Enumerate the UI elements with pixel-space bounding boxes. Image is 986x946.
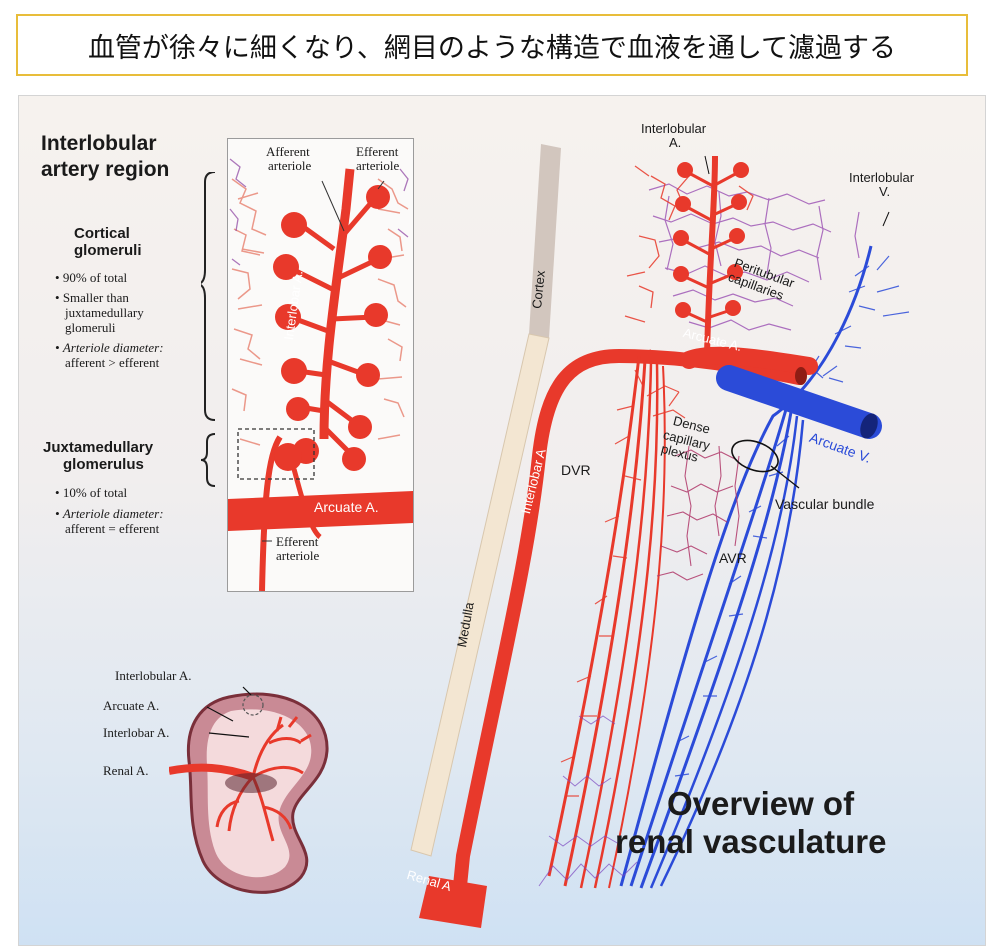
inset-vessel-drawing xyxy=(228,158,413,591)
cortical-diam-label: • Arteriole diameter: xyxy=(55,340,164,355)
vascular-bundle-label: Vascular bundle xyxy=(775,496,875,512)
cortical-bullet-2b: juxtamedullary xyxy=(65,305,144,320)
brace-icons xyxy=(201,172,216,487)
interlobular-a-label-line1: Interlobular xyxy=(641,121,707,136)
juxta-bullet: • 10% of total xyxy=(55,485,128,500)
inset-bottom-efferent-line2: arteriole xyxy=(276,548,320,563)
title-text: 血管が徐々に細くなり、網目のような構造で血液を通して濾過する xyxy=(87,32,897,64)
juxta-diam-label: • Arteriole diameter: xyxy=(55,506,164,521)
kidney-interlobular-label: Interlobular A. xyxy=(115,668,192,683)
renal-vasculature-drawing xyxy=(410,144,910,928)
overview-title-line2: renal vasculature xyxy=(615,823,887,860)
overview-title-line1: Overview of xyxy=(667,785,855,822)
kidney-renal-label: Renal A. xyxy=(103,763,149,778)
cortical-bullet-2c: glomeruli xyxy=(65,320,116,335)
cortical-diam-value: afferent > efferent xyxy=(65,355,160,370)
cortical-title-line1: Cortical xyxy=(74,225,130,242)
juxta-diam-value: afferent = efferent xyxy=(65,521,160,536)
cortical-title-line2: glomeruli xyxy=(74,242,142,259)
dvr-label: DVR xyxy=(561,462,591,478)
interlobular-inset: Afferent arteriole Efferent arteriole In… xyxy=(227,138,414,592)
title-banner: 血管が徐々に細くなり、網目のような構造で血液を通して濾過する xyxy=(16,14,968,76)
juxta-title-line2: glomerulus xyxy=(63,456,144,473)
inset-bottom-efferent-line1: Efferent xyxy=(276,534,319,549)
inset-efferent-line2: arteriole xyxy=(356,158,400,173)
cortical-bullet-2: • Smaller than xyxy=(55,290,129,305)
inset-afferent-line2: arteriole xyxy=(268,158,312,173)
avr-label: AVR xyxy=(719,550,747,566)
interlobular-v-label-line1: Interlobular xyxy=(849,170,915,185)
region-title-line1: Interlobular xyxy=(41,132,157,155)
inset-arcuate-label: Arcuate A. xyxy=(314,499,379,515)
interlobular-a-label-line2: A. xyxy=(669,135,682,150)
inset-afferent-line1: Afferent xyxy=(266,144,310,159)
kidney-interlobar-label: Interlobar A. xyxy=(103,725,170,740)
juxta-title-line1: Juxtamedullary xyxy=(43,439,154,456)
kidney-arcuate-label: Arcuate A. xyxy=(103,698,160,713)
cortical-bullet-1: • 90% of total xyxy=(55,270,128,285)
diagram-panel: Interlobular artery region Cortical glom… xyxy=(18,95,986,946)
inset-efferent-line1: Efferent xyxy=(356,144,399,159)
interlobular-v-label-line2: V. xyxy=(879,184,891,199)
region-title-line2: artery region xyxy=(41,158,170,181)
kidney-illustration xyxy=(169,686,329,894)
